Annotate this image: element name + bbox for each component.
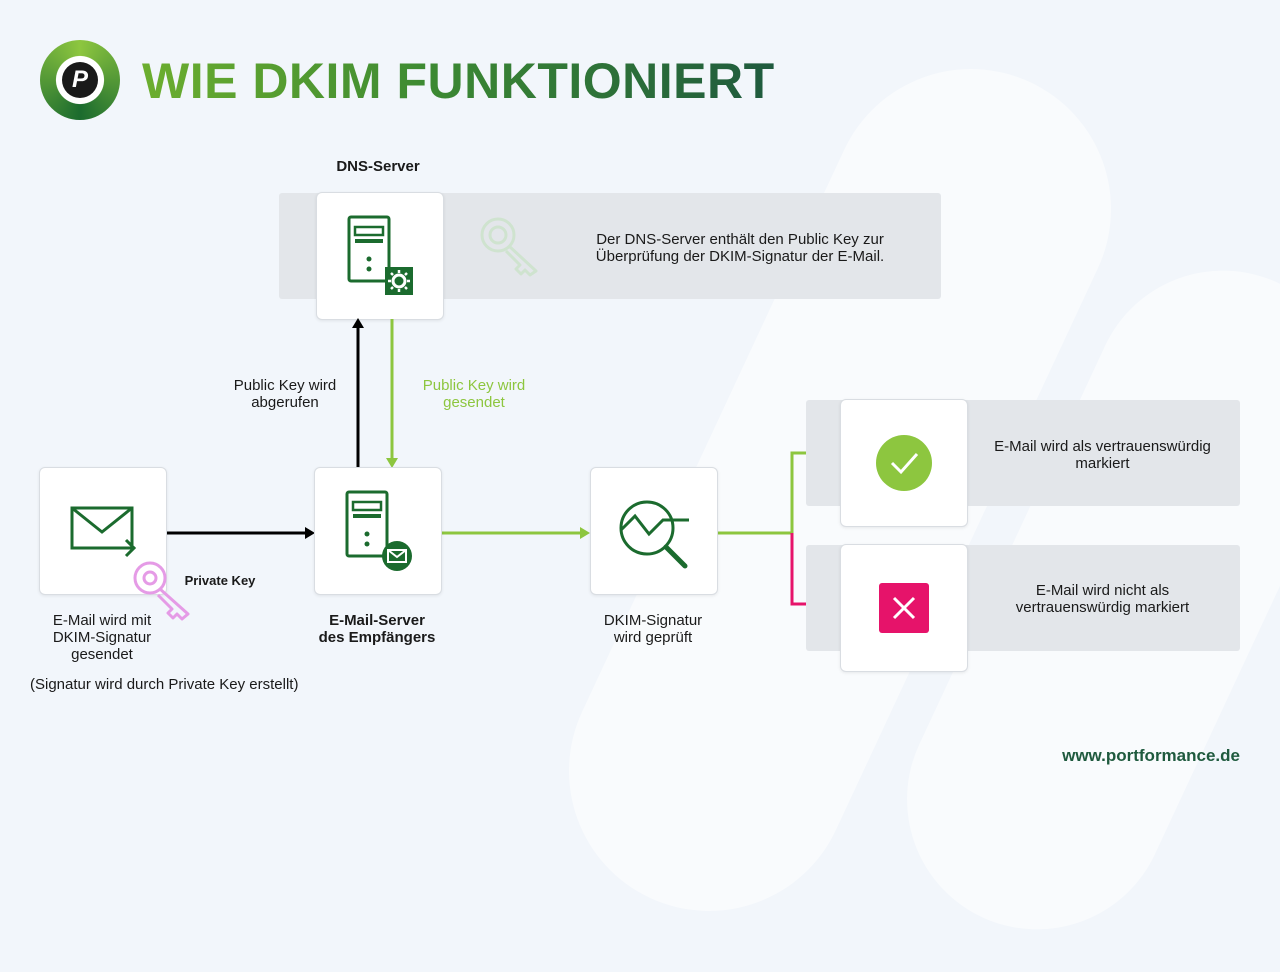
footer-url[interactable]: www.portformance.de [1062, 746, 1240, 765]
dns-server-card [316, 192, 444, 320]
logo-mark: P [62, 62, 98, 98]
brand-logo: P [40, 40, 120, 120]
fetch-label: Public Key wird abgerufen [233, 377, 337, 411]
mail-server-icon [345, 490, 412, 571]
fetch-arrowhead [352, 318, 364, 328]
dns-description: Der DNS-Server enthält den Public Key zu… [595, 231, 885, 265]
check-card [590, 467, 718, 595]
dns-server-icon [347, 215, 413, 295]
checkmark-icon [876, 435, 932, 491]
cross-icon [879, 583, 929, 633]
trusted-card [840, 399, 968, 527]
send-arrowhead [386, 458, 398, 468]
to-check-arrowhead [580, 527, 590, 539]
private-key-icon [133, 561, 190, 621]
signature-check-icon [619, 500, 689, 569]
arrows-layer [166, 318, 842, 610]
sender-caption: E-Mail wird mit DKIM-Signatur gesendet [52, 612, 152, 663]
private-key-label: Private Key [184, 573, 256, 588]
mail-send-icon [70, 506, 137, 558]
dns-server-heading: DNS-Server [336, 158, 420, 175]
send-mail-arrowhead [305, 527, 315, 539]
dns-key-icon [480, 217, 538, 277]
send-label: Public Key wird gesendet [422, 377, 526, 411]
receiver-caption: E-Mail-Server des Empfängers [318, 612, 436, 646]
untrusted-text: E-Mail wird nicht als vertrauenswürdig m… [1015, 582, 1190, 616]
sender-note: (Signatur wird durch Private Key erstell… [30, 676, 299, 693]
untrusted-card [840, 544, 968, 672]
check-caption: DKIM-Signatur wird geprüft [603, 612, 703, 646]
trusted-text: E-Mail wird als vertrauenswürdig markier… [994, 438, 1211, 472]
page-title: WIE DKIM FUNKTIONIERT [142, 53, 775, 109]
receiver-card [314, 467, 442, 595]
